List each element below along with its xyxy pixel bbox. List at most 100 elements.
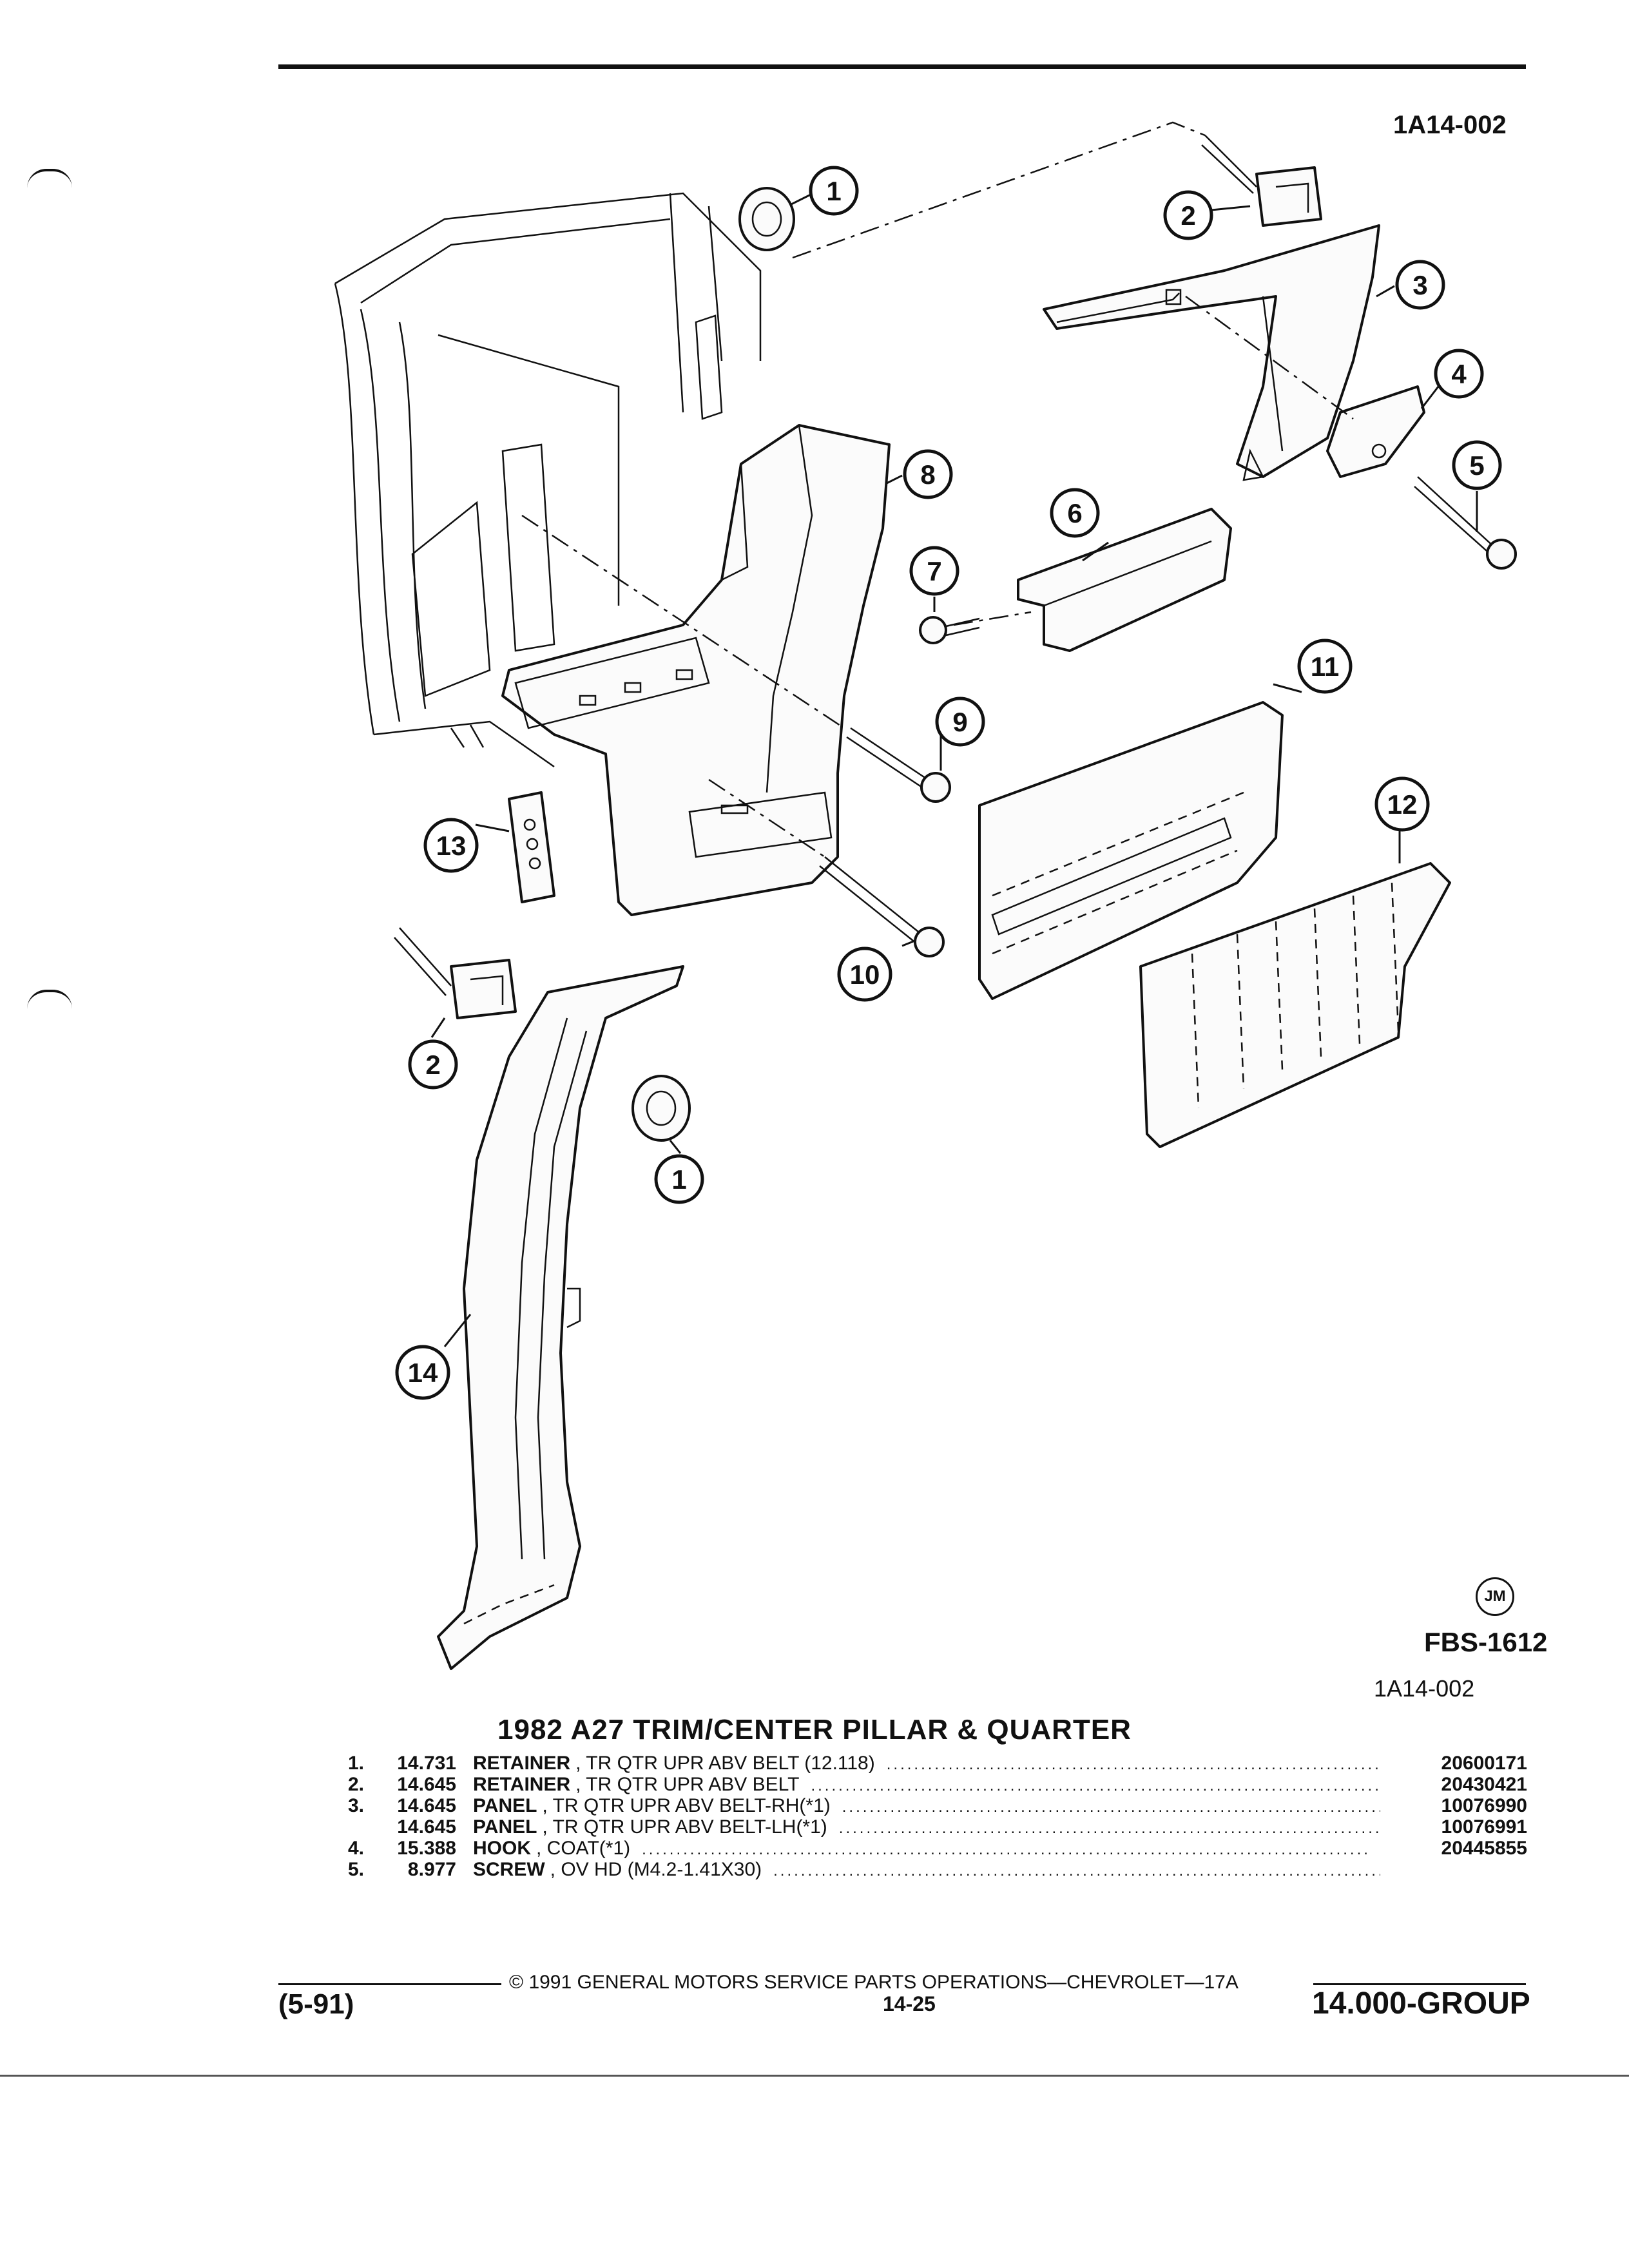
item-code: 15.388: [397, 1838, 456, 1859]
item-description: , TR QTR UPR ABV BELT-RH(*1): [542, 1795, 831, 1816]
figure-code: FBS-1612: [1424, 1627, 1548, 1657]
item-part-number: 20600171: [1441, 1753, 1527, 1774]
item-description: , TR QTR UPR ABV BELT-LH(*1): [542, 1816, 827, 1838]
part-12-quarter-lower-insert: [1139, 862, 1451, 1148]
parts-list-row: 5. 8.977 SCREW , OV HD (M4.2-1.41X30) ..…: [348, 1859, 1527, 1880]
item-name: HOOK: [473, 1838, 531, 1859]
parts-list-row: 4. 15.388 HOOK , COAT(*1) ..............…: [348, 1838, 1527, 1859]
part-2-retainer-upper: [1201, 135, 1322, 227]
item-index: 1.: [348, 1753, 365, 1774]
part-10-screw: [819, 856, 945, 957]
part-1-grommet-upper: [738, 187, 795, 251]
item-name: PANEL: [473, 1795, 537, 1816]
part-2-retainer-lower: [394, 927, 517, 1019]
svg-text:14: 14: [408, 1358, 438, 1388]
item-index: 4.: [348, 1838, 365, 1859]
parts-list: 1. 14.731 RETAINER , TR QTR UPR ABV BELT…: [348, 1753, 1527, 1880]
svg-text:8: 8: [920, 459, 935, 490]
part-11-quarter-insert: [978, 701, 1284, 1000]
leader-dots: ........................................…: [642, 1841, 1371, 1858]
part-4-coat-hook: [1326, 385, 1425, 478]
item-code: 14.645: [397, 1816, 456, 1838]
svg-text:6: 6: [1067, 498, 1082, 528]
leader-dots: ........................................…: [773, 1862, 1380, 1879]
callout-9: 9: [935, 697, 985, 747]
item-description: , OV HD (M4.2-1.41X30): [550, 1859, 762, 1880]
item-description: , TR QTR UPR ABV BELT: [575, 1774, 800, 1795]
part-7-fastener: [919, 616, 980, 644]
reference-code-bottom: 1A14-002: [1374, 1675, 1475, 1702]
binder-hole-mark-top: [27, 169, 72, 188]
item-code: 8.977: [407, 1859, 456, 1880]
callout-13: 13: [423, 818, 479, 873]
part-5-screw: [1414, 476, 1517, 570]
header-rule: [278, 64, 1526, 69]
callout-8: 8: [903, 449, 953, 499]
part-6-armrest-pad: [1017, 508, 1232, 652]
item-code: 14.645: [397, 1774, 456, 1795]
svg-text:5: 5: [1469, 450, 1484, 481]
callout-1-lower: 1: [654, 1154, 704, 1204]
svg-text:10: 10: [850, 959, 880, 990]
svg-text:12: 12: [1387, 789, 1418, 820]
part-14-center-pillar-trim: [437, 965, 684, 1670]
item-code: 14.645: [397, 1795, 456, 1816]
svg-text:4: 4: [1451, 359, 1467, 389]
item-part-number: 20430421: [1441, 1774, 1527, 1795]
footer-rule-left: [278, 1983, 501, 1985]
svg-text:11: 11: [1311, 651, 1339, 682]
callout-2-upper: 2: [1163, 190, 1213, 240]
part-1-grommet-lower: [631, 1075, 691, 1142]
callout-6: 6: [1050, 488, 1100, 538]
leader-dots: ........................................…: [886, 1756, 1380, 1773]
svg-text:2: 2: [1181, 200, 1195, 231]
callout-7: 7: [909, 546, 959, 596]
callout-14: 14: [395, 1345, 450, 1400]
svg-text:1: 1: [671, 1164, 686, 1195]
callout-3: 3: [1395, 260, 1445, 310]
reference-code-top: 1A14-002: [1393, 111, 1507, 139]
part-13-clip: [508, 791, 555, 903]
item-name: RETAINER: [473, 1753, 571, 1774]
svg-text:9: 9: [952, 707, 967, 737]
body-opening-outline: [334, 192, 762, 768]
callout-5: 5: [1452, 440, 1502, 490]
leader-dots: ........................................…: [838, 1820, 1380, 1837]
svg-text:3: 3: [1412, 270, 1427, 300]
parts-list-row: 2. 14.645 RETAINER , TR QTR UPR ABV BELT…: [348, 1774, 1527, 1795]
part-3-upper-quarter-trim: [1043, 224, 1380, 481]
callout-2-lower: 2: [408, 1039, 458, 1090]
item-code: 14.731: [397, 1753, 456, 1774]
svg-text:7: 7: [927, 556, 941, 586]
callout-11: 11: [1297, 639, 1353, 694]
footer-page-number: 14-25: [883, 1992, 936, 2015]
item-name: SCREW: [473, 1859, 545, 1880]
item-name: PANEL: [473, 1816, 537, 1838]
footer-revision-date: (5-91): [278, 1988, 354, 2020]
exploded-parts-diagram: 1 2 3 4 5 6 7 8 9 10 11 12: [334, 121, 1517, 1670]
item-index: 2.: [348, 1774, 365, 1795]
parts-list-row: 1. 14.731 RETAINER , TR QTR UPR ABV BELT…: [348, 1753, 1527, 1774]
footer-rule-right: [1313, 1983, 1526, 1985]
item-index: 3.: [348, 1795, 365, 1816]
svg-text:13: 13: [436, 831, 467, 861]
footer-group: 14.000-GROUP: [1312, 1986, 1530, 2021]
item-name: RETAINER: [473, 1774, 571, 1795]
leader-lines: [430, 121, 1478, 1347]
item-part-number: 10076991: [1441, 1816, 1527, 1838]
parts-list-row: 3. 14.645 PANEL , TR QTR UPR ABV BELT-RH…: [348, 1795, 1527, 1816]
item-index: 5.: [348, 1859, 365, 1880]
section-title: 1982 A27 TRIM/CENTER PILLAR & QUARTER: [497, 1714, 1132, 1745]
leader-dots: ........................................…: [811, 1777, 1380, 1794]
parts-list-row: 14.645 PANEL , TR QTR UPR ABV BELT-LH(*1…: [348, 1816, 1527, 1838]
svg-text:2: 2: [425, 1050, 440, 1080]
item-part-number: 10076990: [1441, 1795, 1527, 1816]
binder-hole-mark-bottom: [27, 990, 72, 1009]
svg-text:1: 1: [826, 176, 841, 206]
item-description: , TR QTR UPR ABV BELT (12.118): [575, 1753, 875, 1774]
callout-10: 10: [837, 947, 892, 1002]
footer-copyright: © 1991 GENERAL MOTORS SERVICE PARTS OPER…: [509, 1972, 1239, 1993]
page-scan-edge: [0, 2075, 1629, 2077]
part-9-screw: [846, 727, 951, 803]
callout-12: 12: [1374, 776, 1430, 832]
